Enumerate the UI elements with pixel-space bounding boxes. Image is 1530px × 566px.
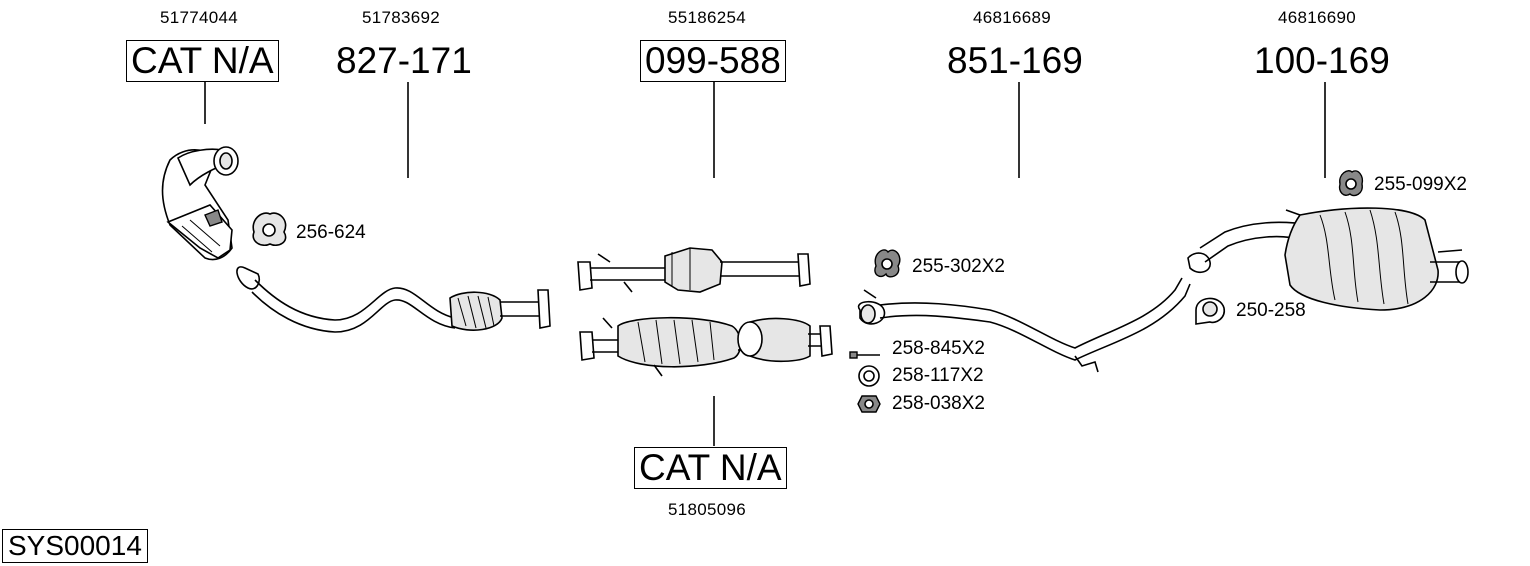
clamp-icon [1195, 297, 1226, 325]
oem-number-front-pipe: 51783692 [362, 8, 441, 27]
part-number-rear-silencer[interactable]: 100-169 [1254, 40, 1390, 81]
front-pipe-part[interactable] [236, 266, 551, 333]
oem-number-rear-silencer: 46816690 [1278, 8, 1357, 27]
rubber-mount-icon [1338, 170, 1364, 197]
manifold-catalyst-part[interactable] [161, 146, 239, 261]
accessory-label-bolt[interactable]: 258-845X2 [892, 338, 985, 359]
oem-number-intermediate-pipe: 46816689 [973, 8, 1052, 27]
oem-number-cat-manifold: 51774044 [160, 8, 239, 27]
rubber-hanger-icon [874, 249, 901, 278]
gasket-icon [252, 212, 287, 247]
accessory-label-clamp[interactable]: 250-258 [1236, 300, 1306, 321]
intermediate-pipe-part[interactable] [857, 277, 1191, 373]
second-catalyst-part[interactable] [579, 316, 833, 377]
accessory-label-rubber-hanger[interactable]: 255-302X2 [912, 256, 1005, 277]
part-number-cat-manifold[interactable]: CAT N/A [126, 40, 279, 82]
catalyst-pipe-part[interactable] [577, 247, 811, 293]
oem-number-catalyst-pipe: 55186254 [668, 8, 747, 27]
oem-number-second-catalyst: 51805096 [668, 500, 747, 519]
rear-silencer-part[interactable] [1187, 207, 1469, 311]
part-number-front-pipe[interactable]: 827-171 [336, 40, 472, 81]
ring-gasket-icon [858, 365, 880, 387]
accessory-label-nut[interactable]: 258-038X2 [892, 393, 985, 414]
part-number-catalyst-pipe[interactable]: 099-588 [640, 40, 786, 82]
accessory-label-gasket[interactable]: 256-624 [296, 222, 366, 243]
accessory-label-ring-gasket[interactable]: 258-117X2 [892, 365, 984, 386]
part-number-second-catalyst[interactable]: CAT N/A [634, 447, 787, 489]
accessory-label-rubber-mount[interactable]: 255-099X2 [1374, 174, 1467, 195]
leader-lines [204, 82, 1326, 446]
nut-icon [857, 395, 881, 413]
part-number-intermediate-pipe[interactable]: 851-169 [947, 40, 1083, 81]
bolt-icon [849, 351, 880, 359]
system-code: SYS00014 [2, 529, 148, 563]
